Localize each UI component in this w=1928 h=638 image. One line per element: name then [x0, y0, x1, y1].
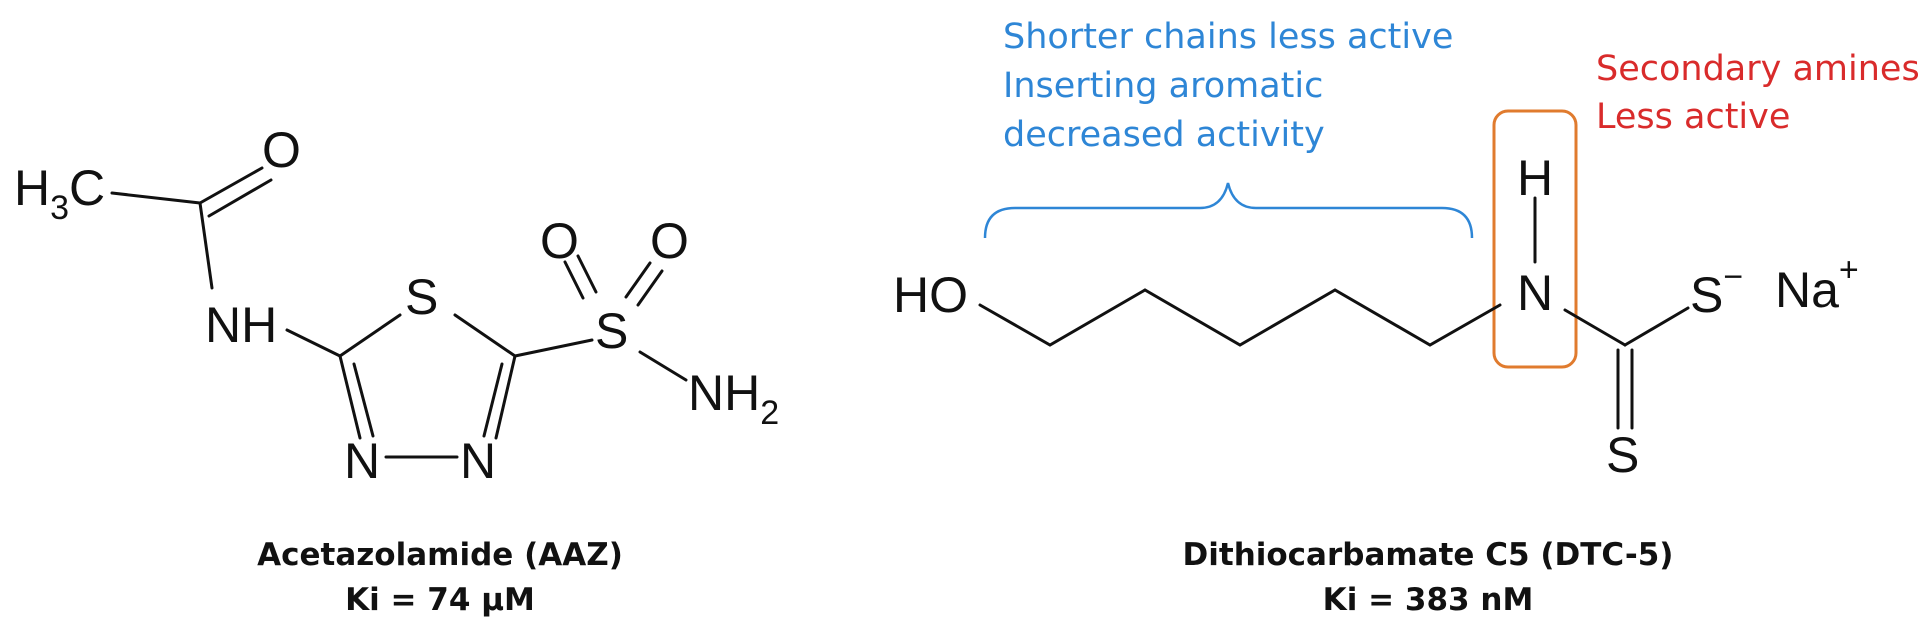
dtc5-structure: Shorter chains less active Inserting aro…: [893, 17, 1920, 618]
sulfonyl-o2-bond-a: [624, 261, 652, 299]
carbonyl-nh-bond: [198, 201, 214, 290]
methyl-carbonyl-bond: [110, 191, 202, 205]
dtc5-name-caption: Dithiocarbamate C5 (DTC-5): [1183, 537, 1674, 573]
amine-note-line-2: Less active: [1596, 97, 1790, 137]
sulfonyl-o1-bond-b: [576, 254, 598, 294]
ring-nitrogen-2-label: N: [460, 433, 496, 489]
amine-nitrogen-label: N: [1517, 265, 1553, 321]
thione-sulfur-label: S: [1606, 427, 1639, 483]
sulfonyl-sulfur-label: S: [595, 303, 628, 359]
chain-curly-brace: [983, 182, 1474, 239]
ring-c2-n-double: [352, 362, 375, 438]
aaz-name-caption: Acetazolamide (AAZ): [257, 537, 623, 573]
ring-c2-s-bond: [338, 313, 402, 358]
sodium-label: Na+: [1775, 251, 1859, 318]
sulfonamide-nh2-label: NH2: [688, 365, 779, 432]
hydroxyl-label: HO: [893, 267, 968, 323]
carbonyl-double-bond-a: [198, 166, 264, 205]
sulfonyl-oxygen-2-label: O: [650, 213, 689, 269]
methyl-label: H3C: [14, 160, 105, 227]
amine-highlight-box: [1492, 109, 1578, 369]
carbon-thiolate-bond: [1623, 306, 1690, 347]
ring-c5-n-double: [482, 362, 504, 438]
ring-c2-n-bond: [338, 354, 362, 440]
chain-note-line-2: Inserting aromatic: [1003, 66, 1323, 106]
sulfonyl-o2-bond-b: [636, 269, 664, 307]
carbonyl-oxygen-label: O: [262, 122, 301, 178]
carbonyl-double-bond-b: [207, 178, 273, 218]
acetazolamide-structure: H3C O NH S N N S O O NH2 Acetazolamide (…: [14, 122, 779, 618]
sulfonyl-oxygen-1-label: O: [540, 213, 579, 269]
nh-ring-bond: [285, 328, 342, 358]
ring-sulfur-label: S: [405, 269, 438, 325]
ring-nitrogen-1-label: N: [344, 433, 380, 489]
sulfonyl-o1-bond-a: [563, 260, 585, 300]
ring-sulfonyl-bond: [513, 338, 594, 358]
thiolate-sulfur-label: S−: [1690, 258, 1743, 323]
dtc5-ki-caption: Ki = 383 nM: [1323, 582, 1534, 618]
sulfonyl-nh2-bond: [638, 350, 688, 382]
chain-note-line-3: decreased activity: [1003, 115, 1325, 155]
amine-hydrogen-label: H: [1517, 150, 1553, 206]
n-carbon-bond: [1563, 308, 1627, 347]
pentyl-chain: [978, 288, 1502, 347]
ring-s-c5-bond: [453, 313, 517, 358]
amine-note-line-1: Secondary amines: [1596, 49, 1920, 89]
amide-nh-label: NH: [205, 297, 277, 353]
aaz-ki-caption: Ki = 74 µM: [345, 582, 535, 618]
chain-note-line-1: Shorter chains less active: [1003, 17, 1453, 57]
ring-c5-n-bond: [494, 354, 517, 440]
